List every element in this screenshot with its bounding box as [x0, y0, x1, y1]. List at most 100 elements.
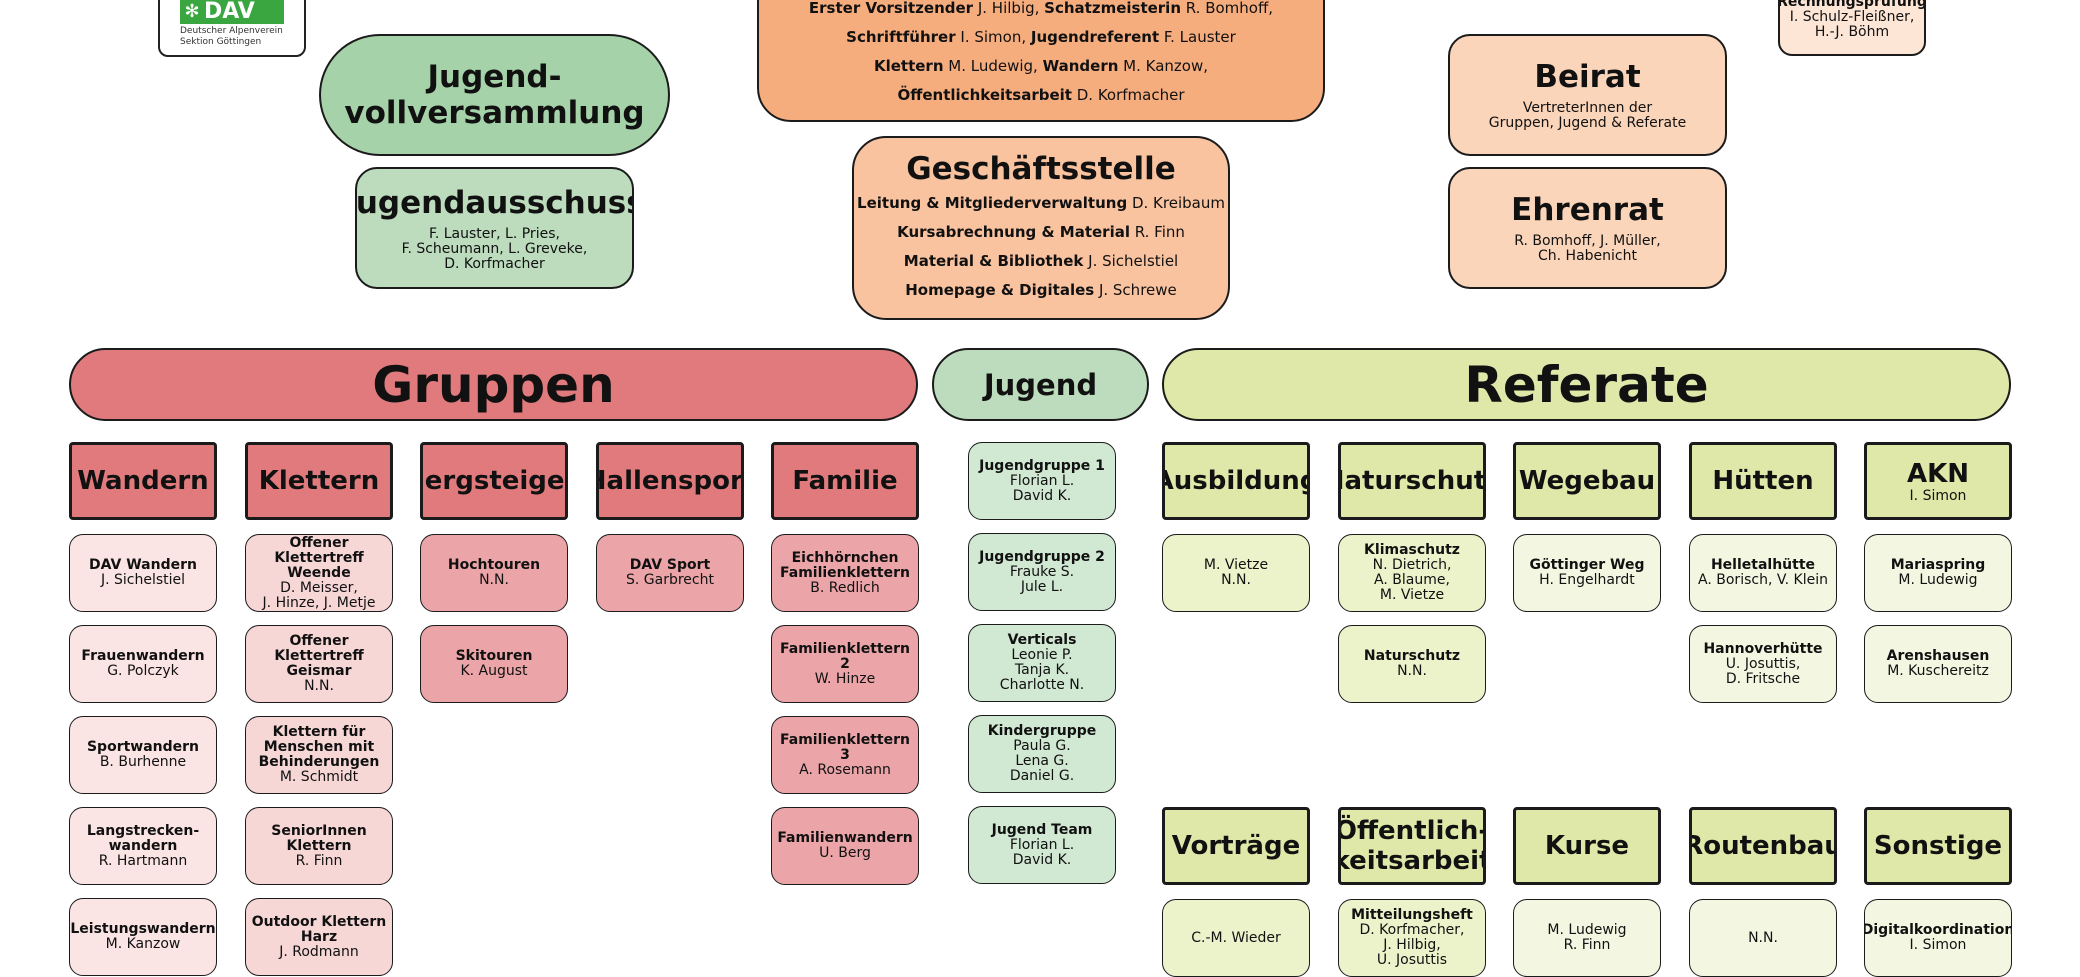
- referat-header: Sonstige: [1864, 807, 2012, 885]
- referat-card: C.-M. Wieder: [1162, 899, 1310, 977]
- vorstand-row: Erster Vorsitzender J. Hilbig, Schatzmei…: [809, 0, 1273, 23]
- dav-logo: ✻ DAV Deutscher Alpenverein Sektion Gött…: [158, 0, 306, 57]
- jugend-card-person: David K.: [1012, 487, 1072, 504]
- jugend-card-title: Jugend Team: [991, 821, 1093, 838]
- familie-card-person: W. Hinze: [814, 670, 876, 687]
- hallensport-header: Hallensport: [596, 442, 744, 520]
- klettern-header-label: Klettern: [258, 466, 380, 496]
- referat-card-person: M. Kuschereitz: [1887, 663, 1989, 679]
- klettern-card-title: Klettern: [286, 837, 352, 854]
- referat-header-label: AKN: [1906, 458, 1970, 489]
- jugend-banner: Jugend: [932, 348, 1149, 421]
- bergsteigen-header-label: Bergsteigen: [423, 466, 565, 496]
- familie-card-title: Familienklettern 3: [780, 731, 910, 763]
- edelweiss-icon: ✻: [184, 1, 200, 22]
- referat-header: Öffentlich-keitsarbeit: [1338, 807, 1486, 885]
- vorstand-row: Schriftführer I. Simon, Jugendreferent F…: [809, 23, 1273, 52]
- referat-card-person: D. Korfmacher,: [1359, 922, 1465, 938]
- familie-card-person: B. Redlich: [810, 579, 880, 596]
- referat-card-person: M. Ludewig: [1898, 572, 1978, 588]
- klettern-card-person: J. Hinze, J. Metje: [262, 594, 376, 611]
- vorstand-person: F. Lauster: [1159, 28, 1236, 46]
- klettern-card-title: Geismar: [286, 663, 352, 679]
- vorstand-role: Wandern: [1042, 57, 1119, 75]
- vorstand-row: Öffentlichkeitsarbeit D. Korfmacher: [809, 81, 1273, 110]
- bergsteigen-card-title: Hochtouren: [447, 557, 541, 573]
- beirat-box: Beirat VertreterInnen der Gruppen, Jugen…: [1448, 34, 1727, 156]
- referat-header-person: I. Simon: [1909, 487, 1967, 504]
- geschaeftsstelle-box: Geschäftsstelle Leitung & Mitgliederverw…: [852, 136, 1230, 320]
- geschaeftsstelle-row: Material & Bibliothek J. Sichelstiel: [857, 247, 1225, 276]
- hallensport-header-label: Hallensport: [599, 466, 743, 496]
- referat-card-person: J. Hilbig,: [1383, 937, 1441, 953]
- jugend-card-person: Lena G.: [1015, 753, 1069, 769]
- familie-card-title: Familienwandern: [777, 830, 913, 846]
- vorstand-role: Erster Vorsitzender: [808, 0, 974, 17]
- vorstand-role: Klettern: [873, 57, 944, 75]
- vorstand-role: Jugendreferent: [1030, 28, 1160, 46]
- klettern-card-title: Behinderungen: [258, 754, 380, 770]
- jugend-card-title: Kindergruppe: [987, 723, 1097, 739]
- referat-header-label: Vorträge: [1171, 831, 1301, 861]
- jugendausschuss-box: Jugendausschuss F. Lauster, L. Pries, F.…: [355, 167, 634, 289]
- wandern-card-person: M. Kanzow: [105, 936, 181, 952]
- referate-banner: Referate: [1162, 348, 2011, 421]
- wandern-header: Wandern: [69, 442, 217, 520]
- referat-card: N.N.: [1689, 899, 1837, 977]
- referat-header: Naturschutz: [1338, 442, 1486, 520]
- referat-card-person: N. Dietrich,: [1372, 557, 1452, 573]
- referat-card-person: N.N.: [1748, 929, 1778, 946]
- vorstand-person: R. Bomhoff,: [1181, 0, 1274, 17]
- geschaeftsstelle-row: Leitung & Mitgliederverwaltung D. Kreiba…: [857, 189, 1225, 218]
- wandern-card-title: Langstrecken-: [86, 822, 200, 839]
- jugend-card-person: Daniel G.: [1009, 768, 1075, 784]
- klettern-card-person: M. Schmidt: [279, 769, 359, 785]
- referat-header-label: Öffentlich-: [1338, 816, 1486, 846]
- geschaeftsstelle-person: J. Sichelstiel: [1083, 252, 1179, 270]
- klettern-card-person: R. Finn: [295, 852, 343, 869]
- bergsteigen-card-person: N.N.: [479, 572, 509, 588]
- vorstand-box: Erster Vorsitzender J. Hilbig, Schatzmei…: [757, 0, 1325, 122]
- referat-card-person: R. Finn: [1563, 937, 1611, 953]
- wandern-card-person: R. Hartmann: [98, 852, 188, 869]
- bergsteigen-card-title: Skitouren: [455, 648, 533, 664]
- jugend-card-person: Frauke S.: [1009, 563, 1075, 580]
- vorstand-person: I. Simon,: [955, 28, 1031, 46]
- vorstand-row: Klettern M. Ludewig, Wandern M. Kanzow,: [809, 52, 1273, 81]
- geschaeftsstelle-person: D. Kreibaum: [1127, 194, 1225, 212]
- jugend-card-person: Leonie P.: [1011, 647, 1073, 663]
- referat-header: Vorträge: [1162, 807, 1310, 885]
- wandern-card-person: J. Sichelstiel: [100, 572, 186, 588]
- vorstand-role: Schatzmeisterin: [1044, 0, 1182, 17]
- vorstand-role: Öffentlichkeitsarbeit: [897, 86, 1072, 104]
- referat-card-person: H. Engelhardt: [1539, 572, 1635, 588]
- referat-card-person: U. Josuttis: [1376, 952, 1448, 968]
- klettern-card-title: Offener Klettertreff: [274, 633, 364, 664]
- referat-header: Hütten: [1689, 442, 1837, 520]
- wandern-card-person: G. Polczyk: [107, 663, 179, 679]
- referat-card-title: Göttinger Weg: [1529, 557, 1645, 573]
- jugend-card-person: Charlotte N.: [999, 677, 1085, 693]
- referat-header-label: Kurse: [1544, 831, 1630, 861]
- referat-card-title: Mitteilungsheft: [1351, 907, 1473, 923]
- geschaeftsstelle-person: R. Finn: [1129, 223, 1185, 241]
- hallensport-card-person: S. Garbrecht: [626, 572, 714, 588]
- referat-card-person: N.N.: [1397, 663, 1427, 679]
- vorstand-members: Erster Vorsitzender J. Hilbig, Schatzmei…: [809, 0, 1273, 110]
- referat-card-title: Digitalkoordination: [1864, 922, 2012, 938]
- jugend-card-person: Tanja K.: [1014, 662, 1070, 678]
- wandern-card-title: Leistungswandern: [70, 921, 216, 937]
